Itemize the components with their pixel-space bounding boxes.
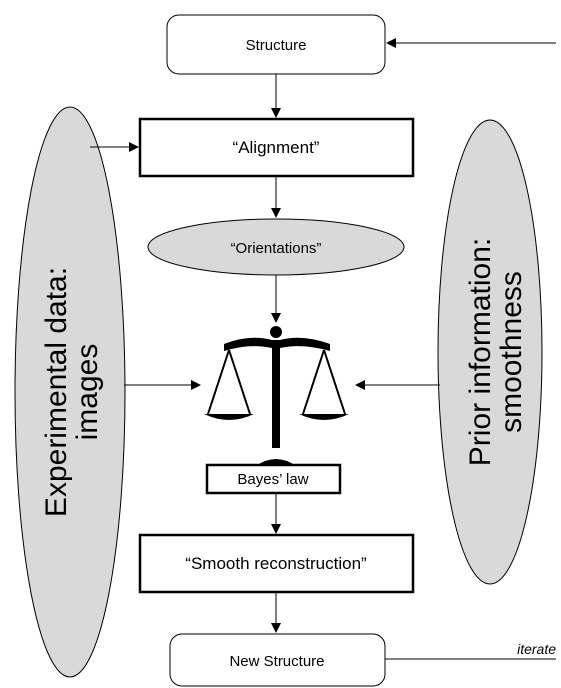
bayes-law-box bbox=[205, 463, 342, 495]
smooth-reconstruction-label: “Smooth reconstruction” bbox=[185, 554, 367, 573]
experimental-data-label: Experimental data: images bbox=[40, 267, 104, 517]
alignment-box bbox=[138, 117, 415, 178]
experimental-data-line2: images bbox=[71, 344, 104, 441]
experimental-data-ellipse bbox=[14, 106, 126, 678]
iterate-label: iterate bbox=[517, 641, 556, 657]
prior-information-line1: Prior information: bbox=[464, 238, 497, 466]
alignment-label: “Alignment” bbox=[233, 138, 320, 157]
structure-label: Structure bbox=[246, 37, 307, 54]
new-structure-label: New Structure bbox=[229, 653, 324, 670]
scales-of-justice-icon bbox=[204, 326, 349, 466]
new-structure-box bbox=[169, 633, 386, 687]
experimental-data-line1: Experimental data: bbox=[40, 267, 73, 517]
bayes-law-label: Bayes’ law bbox=[237, 471, 308, 488]
prior-information-ellipse bbox=[437, 119, 543, 585]
smooth-reconstruction-box bbox=[138, 533, 415, 594]
orientations-label: “Orientations” bbox=[231, 240, 322, 257]
prior-information-label: Prior information: smoothness bbox=[464, 238, 528, 466]
prior-information-line2: smoothness bbox=[495, 271, 528, 433]
